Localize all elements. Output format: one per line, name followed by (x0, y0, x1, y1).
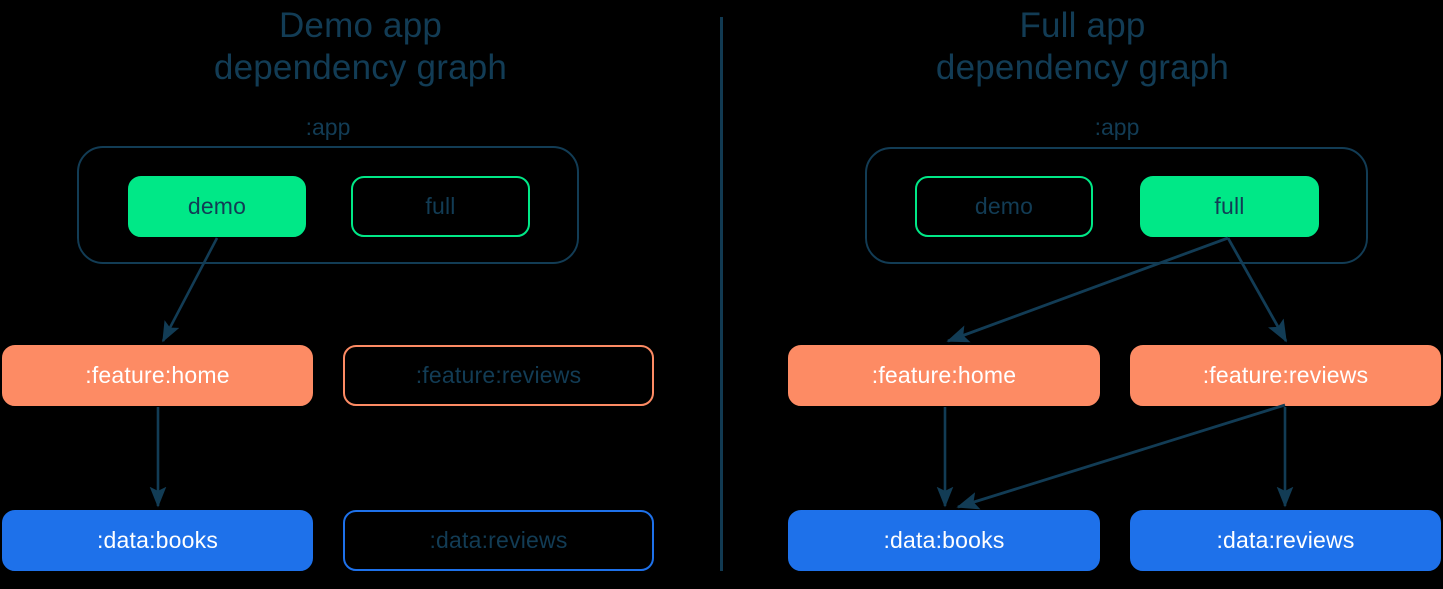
panel-full-app: Full app dependency graph :app demo full… (722, 0, 1443, 589)
module-feature-home[interactable]: :feature:home (788, 345, 1100, 406)
app-group-label-demo: :app (305, 114, 351, 140)
app-group-container-demo (77, 146, 579, 264)
module-feature-reviews[interactable]: :feature:reviews (1130, 345, 1441, 406)
module-data-books[interactable]: :data:books (788, 510, 1100, 571)
module-chip-full[interactable]: full (351, 176, 530, 237)
panel-demo-app: Demo app dependency graph :app demo full… (0, 0, 721, 589)
module-chip-demo[interactable]: demo (128, 176, 306, 237)
panel-title-full: Full app dependency graph (935, 6, 1230, 87)
module-chip-demo[interactable]: demo (915, 176, 1093, 237)
module-data-reviews[interactable]: :data:reviews (343, 510, 654, 571)
module-feature-reviews[interactable]: :feature:reviews (343, 345, 654, 406)
module-data-reviews[interactable]: :data:reviews (1130, 510, 1441, 571)
panel-divider (720, 17, 723, 571)
module-chip-full[interactable]: full (1140, 176, 1319, 237)
app-group-label-full: :app (1094, 114, 1140, 140)
module-feature-home[interactable]: :feature:home (2, 345, 313, 406)
panel-title-demo: Demo app dependency graph (213, 6, 508, 87)
module-data-books[interactable]: :data:books (2, 510, 313, 571)
